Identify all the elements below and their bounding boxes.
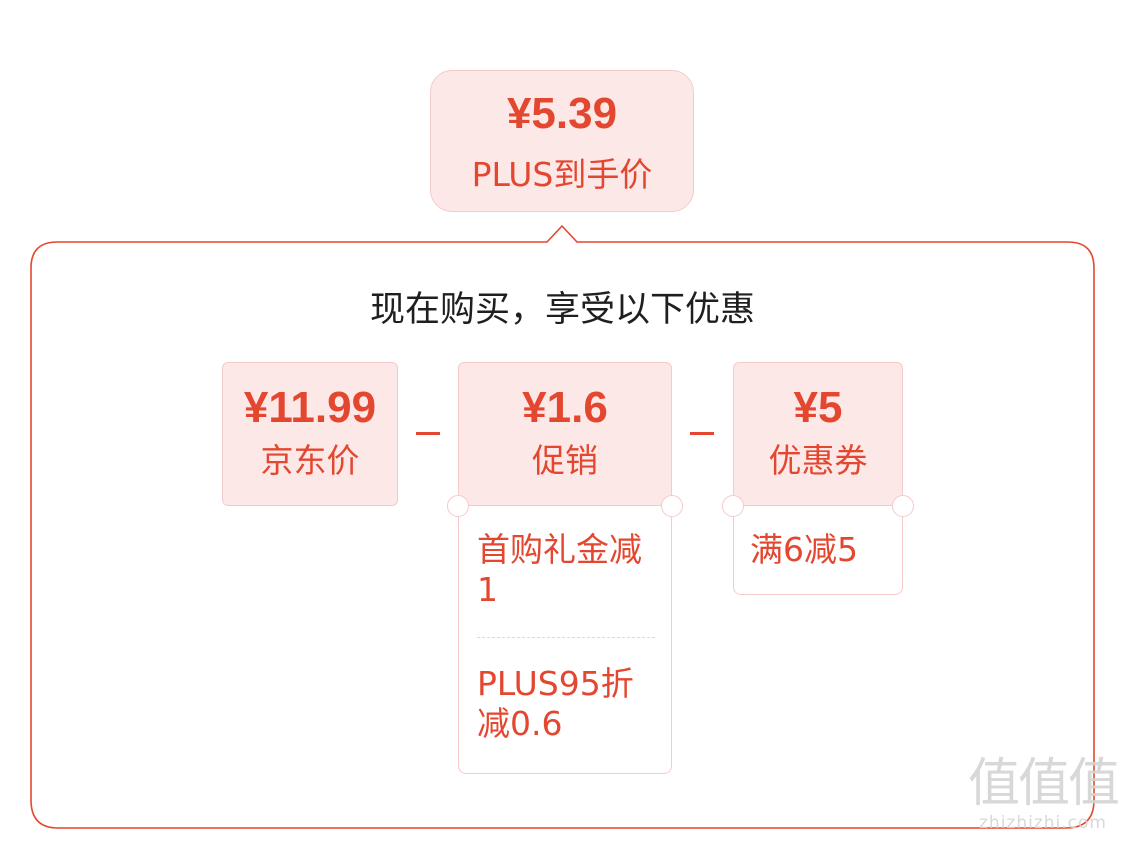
jd-price-amount: ¥11.99 <box>243 383 377 432</box>
final-price-amount: ¥5.39 <box>506 89 618 138</box>
dashed-divider <box>477 637 655 638</box>
minus-operator <box>690 432 714 435</box>
promotion-detail-item: PLUS95折减0.6 <box>477 664 634 743</box>
coupon-card: ¥5 优惠券 <box>733 362 903 506</box>
coupon-detail-item: 满6减5 <box>750 530 858 569</box>
watermark-logo: 值值值 <box>968 754 1120 814</box>
promotion-label: 促销 <box>532 441 598 480</box>
jd-price-label: 京东价 <box>260 441 360 480</box>
promotion-card: ¥1.6 促销 <box>458 362 672 506</box>
ticket-notch-right <box>892 495 914 517</box>
minus-operator <box>416 432 440 435</box>
coupon-detail-list: 满6减5 <box>733 506 903 595</box>
ticket-notch-right <box>661 495 683 517</box>
jd-price-card: ¥11.99 京东价 <box>222 362 398 506</box>
promotion-detail-list: 首购礼金减1 PLUS95折减0.6 <box>458 506 672 774</box>
coupon-label: 优惠券 <box>768 441 868 480</box>
ticket-notch-left <box>722 495 744 517</box>
watermark-domain: zhizhizhi.com <box>979 813 1107 833</box>
promotion-amount: ¥1.6 <box>522 383 608 432</box>
promotion-detail-item: 首购礼金减1 <box>477 530 642 609</box>
final-price-label: PLUS到手价 <box>471 155 653 194</box>
discount-heading: 现在购买，享受以下优惠 <box>369 290 755 330</box>
coupon-amount: ¥5 <box>793 383 843 432</box>
site-watermark: 值值值 zhizhizhi.com <box>968 754 1120 833</box>
final-price-card: ¥5.39 PLUS到手价 <box>430 70 694 212</box>
ticket-notch-left <box>447 495 469 517</box>
